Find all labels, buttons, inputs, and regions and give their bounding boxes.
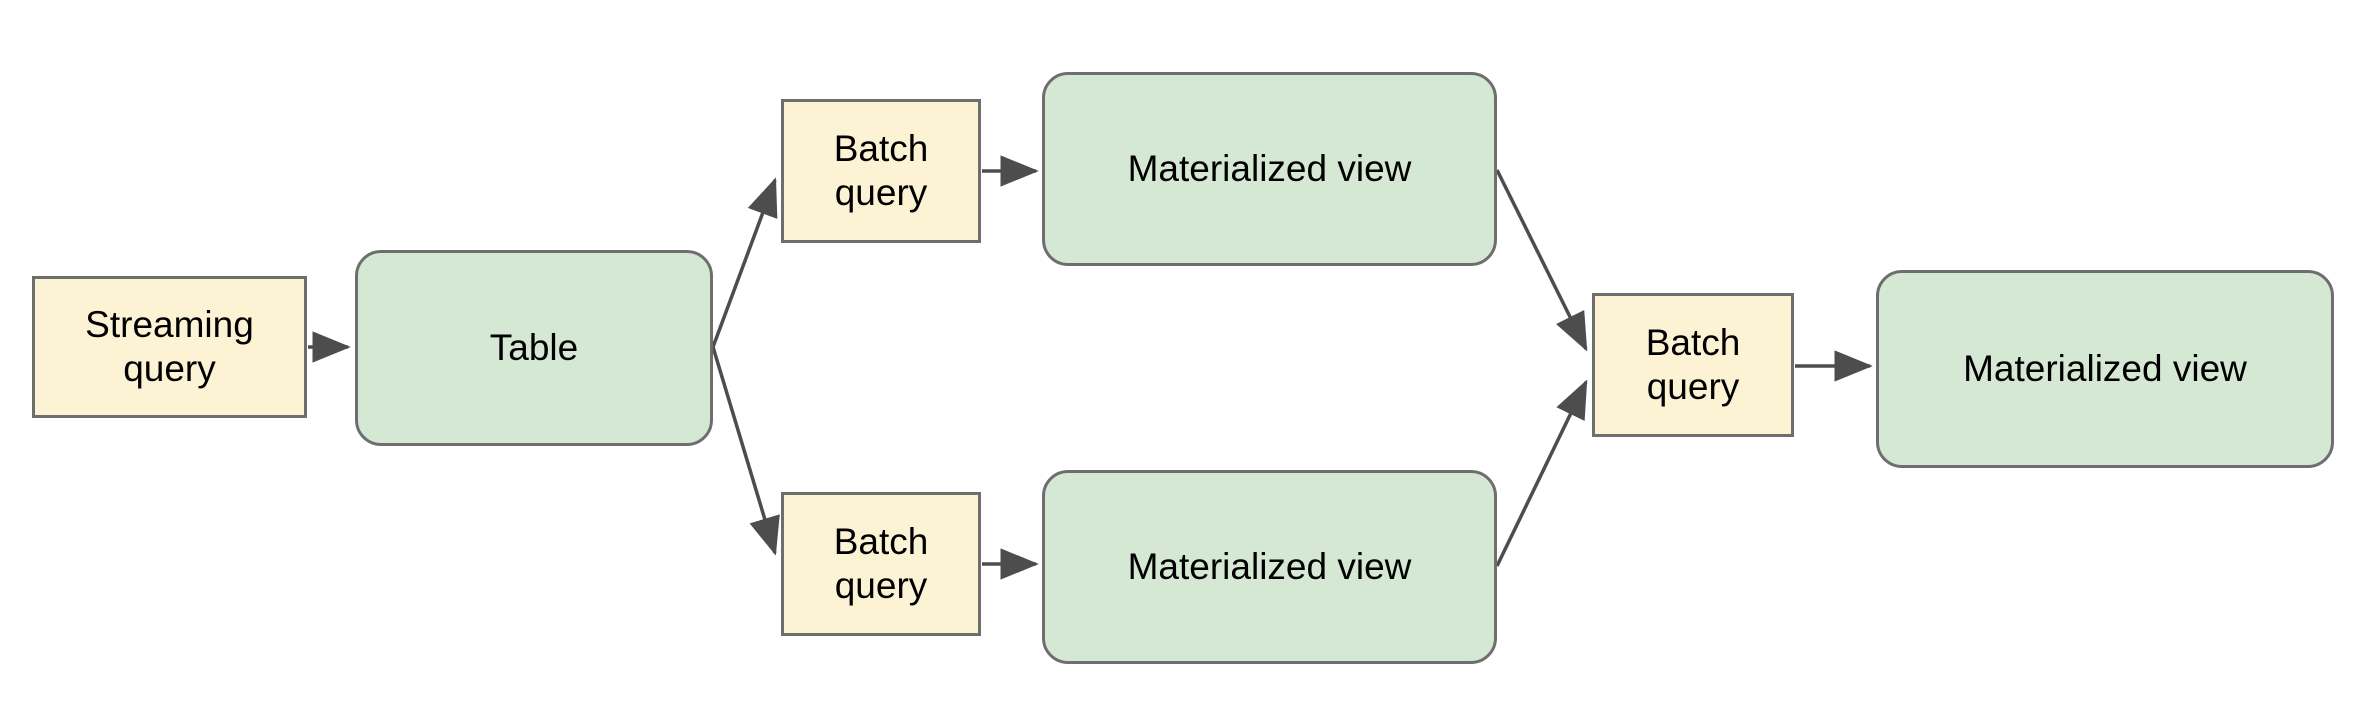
edge-table-to-batch-top bbox=[711, 177, 778, 348]
node-materialized-view-bottom-label: Materialized view bbox=[1127, 546, 1412, 588]
node-batch-query-bottom-label: Batch query bbox=[833, 521, 929, 606]
node-batch-query-top[interactable]: Batch query bbox=[781, 99, 981, 243]
node-batch-query-bottom[interactable]: Batch query bbox=[781, 492, 981, 636]
node-materialized-view-final[interactable]: Materialized view bbox=[1876, 270, 2334, 468]
node-table[interactable]: Table bbox=[355, 250, 713, 446]
node-batch-query-merge[interactable]: Batch query bbox=[1592, 293, 1794, 437]
node-materialized-view-top[interactable]: Materialized view bbox=[1042, 72, 1497, 266]
node-streaming-query-label: Streaming query bbox=[85, 304, 254, 389]
node-batch-query-top-label: Batch query bbox=[833, 128, 929, 213]
edge-table-to-batch-bottom bbox=[711, 346, 780, 556]
node-batch-query-merge-label: Batch query bbox=[1645, 322, 1741, 407]
node-materialized-view-top-label: Materialized view bbox=[1127, 148, 1412, 190]
edge-mv-top-to-batch-merge bbox=[1495, 169, 1588, 352]
node-streaming-query[interactable]: Streaming query bbox=[32, 276, 307, 418]
node-materialized-view-final-label: Materialized view bbox=[1963, 348, 2247, 390]
node-table-label: Table bbox=[489, 327, 579, 369]
node-materialized-view-bottom[interactable]: Materialized view bbox=[1042, 470, 1497, 664]
edge-mv-bottom-to-batch-merge bbox=[1495, 379, 1588, 567]
